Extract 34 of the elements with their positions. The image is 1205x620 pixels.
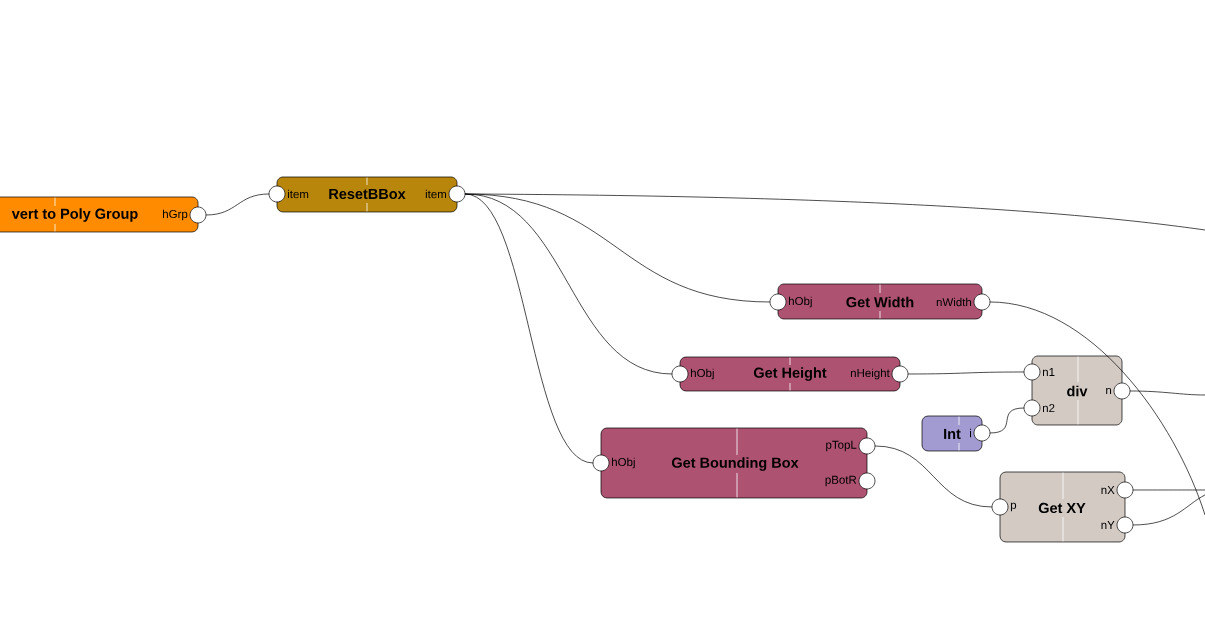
node-title: Int (944, 428, 961, 440)
port-label: pBotR (825, 475, 857, 487)
port-label: hObj (691, 368, 714, 380)
port-label: pTopL (826, 440, 857, 452)
port-label: n1 (1042, 368, 1055, 376)
node-title: Get Bounding Box (671, 457, 799, 471)
port-label: hObj (789, 296, 812, 308)
port-label: p (1010, 502, 1017, 512)
port-label: nY (1101, 521, 1115, 529)
node-title: Get XY (1038, 502, 1086, 514)
connector-line (1132, 489, 1205, 491)
connector-line (464, 193, 594, 464)
port-label: item (425, 189, 447, 199)
port-label: nX (1101, 486, 1115, 494)
node-title: Get Height (753, 367, 827, 381)
connector-line (907, 371, 1025, 375)
connector-line (464, 193, 673, 375)
port-label: nHeight (850, 368, 890, 380)
port-label: i (970, 428, 971, 438)
connector-line (989, 407, 1025, 434)
connector-line (874, 445, 993, 508)
node-title: vert to Poly Group (11, 208, 138, 222)
port-label: n (1106, 387, 1112, 395)
connector-line (1132, 494, 1205, 526)
port-label: n2 (1042, 403, 1055, 412)
port-label: item (288, 189, 309, 199)
node-title: div (1067, 385, 1088, 397)
port-label: hObj (612, 457, 635, 469)
node-title: ResetBBox (329, 188, 406, 200)
port-label: nWidth (936, 297, 972, 307)
connector-line (1129, 390, 1205, 396)
connector-line (205, 193, 270, 216)
port-label: hGrp (163, 209, 188, 221)
node-title: Get Width (846, 296, 914, 308)
